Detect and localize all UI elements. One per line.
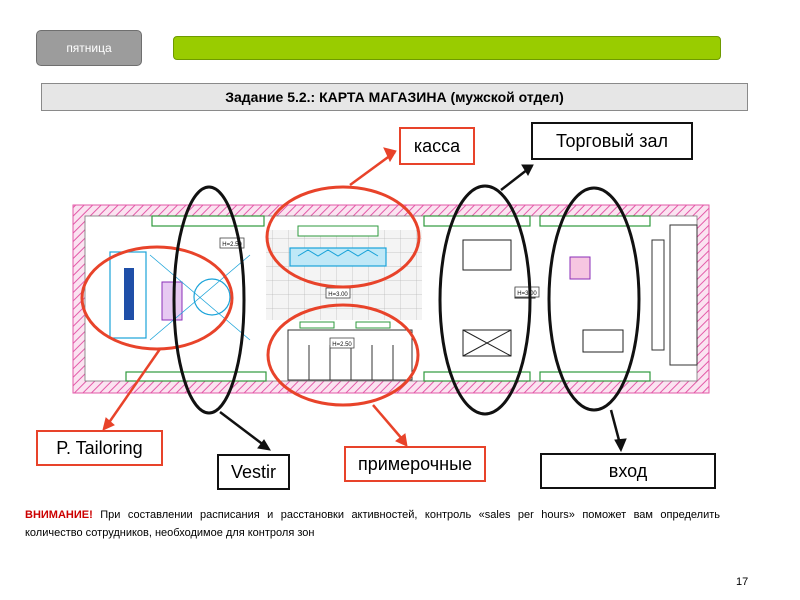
header-bar [173, 36, 721, 60]
size-mark-2: H=3.00 [328, 292, 348, 298]
kassa-label: касса [399, 127, 475, 165]
wall-shelving-bottom [125, 371, 651, 382]
size-mark-1: H=2.50 [222, 242, 242, 248]
task-title: Задание 5.2.: КАРТА МАГАЗИНА (мужской от… [41, 83, 748, 111]
size-marks: H=2.50 H=3.00 H=2.50 H=3.00 [219, 237, 540, 349]
tailoring-label-text: P. Tailoring [56, 437, 143, 458]
vestir-arrowhead [257, 439, 271, 451]
size-mark-3: H=2.50 [332, 342, 352, 348]
vestir-zone-ellipse [172, 185, 246, 415]
entrance-label-text: вход [608, 460, 648, 481]
vestir-label: Vestir [217, 454, 290, 490]
fitting-rooms [287, 321, 413, 381]
fitting-rooms-label: примерочные [344, 446, 486, 482]
tailoring-arrow [106, 348, 162, 425]
entrance-area [651, 224, 698, 366]
day-tab-label: пятница [66, 41, 112, 55]
kassa-label-text: касса [413, 135, 461, 156]
task-title-text: Задание 5.2.: КАРТА МАГАЗИНА (мужской от… [225, 89, 564, 105]
vestir-label-text: Vestir [230, 461, 277, 482]
kassa-arrow [349, 150, 396, 187]
page-number: 17 [736, 576, 749, 588]
zone-ellipses [80, 184, 641, 416]
fitting-zone-ellipse [266, 303, 420, 407]
trade-hall-zone-ellipse [438, 184, 532, 416]
cash-desk [289, 225, 387, 267]
fitting-arrow [372, 404, 404, 441]
trade-hall-label-text: Торговый зал [555, 130, 669, 151]
tailoring-area [109, 251, 251, 341]
warning-note: ВНИМАНИЕ! При составлении расписания и р… [25, 506, 720, 542]
entrance-arrowhead [614, 438, 627, 453]
tailoring-label: P. Tailoring [36, 430, 163, 466]
entrance-label: вход [540, 453, 716, 489]
fitting-rooms-label-text: примерочные [357, 453, 473, 474]
entrance-zone-ellipse [547, 186, 641, 412]
warning-text: При составлении расписания и расстановки… [25, 509, 720, 539]
vestir-arrow [219, 411, 266, 447]
kassa-arrowhead [383, 147, 397, 163]
size-mark-4: H=3.00 [517, 291, 537, 297]
trade-hall-label: Торговый зал [531, 122, 693, 160]
tailoring-arrowhead [102, 417, 115, 431]
warning-label: ВНИМАНИЕ! [25, 509, 93, 521]
day-tab[interactable]: пятница [36, 30, 142, 66]
trade-hall-arrowhead [521, 164, 534, 177]
callout-arrows [102, 147, 627, 453]
wall-shelving-top [151, 215, 651, 227]
entrance-arrow [609, 409, 622, 445]
fitting-arrowhead [395, 433, 408, 447]
kassa-zone-ellipse [265, 185, 421, 289]
tailoring-zone-ellipse [80, 245, 234, 351]
